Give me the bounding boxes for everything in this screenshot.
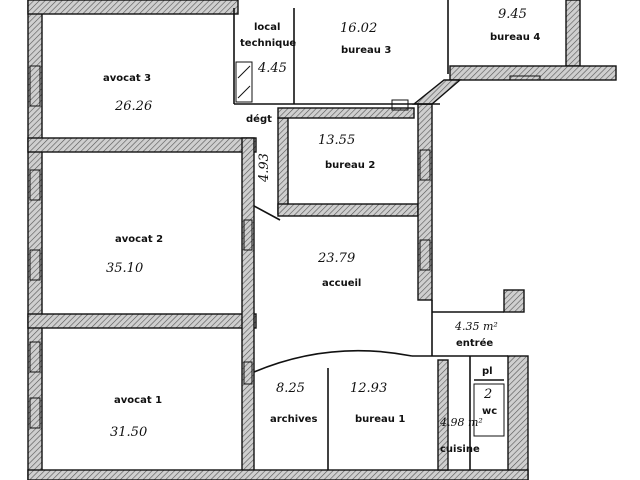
room-avocat-1: avocat 1 31.50 <box>110 395 162 440</box>
walls <box>27 0 617 480</box>
room-avocat-2: avocat 2 35.10 <box>106 234 163 276</box>
room-avocat-3: avocat 3 26.26 <box>103 73 152 114</box>
room-label: entrée <box>456 337 493 349</box>
room-bureau-3: 16.02 bureau 3 <box>340 21 391 56</box>
room-area: 31.50 <box>110 425 147 440</box>
room-pl: pl <box>482 366 493 377</box>
interior-walls <box>29 0 541 470</box>
room-local-technique: local technique 4.45 <box>240 22 296 76</box>
room-label: bureau 3 <box>341 45 391 56</box>
room-area: 4.98 m² <box>439 416 483 429</box>
room-label: archives <box>270 414 317 425</box>
room-area: 4.45 <box>257 61 287 76</box>
room-area: 23.79 <box>317 251 355 266</box>
room-degt: dégt 4.93 <box>246 113 272 183</box>
room-label: accueil <box>322 278 361 289</box>
room-label: avocat 3 <box>103 73 151 84</box>
room-label: cuisine <box>440 444 480 455</box>
room-label: technique <box>240 38 296 49</box>
room-entree: 4.35 m² entrée <box>454 320 498 349</box>
room-wc: 2 wc <box>482 387 497 417</box>
room-area: 9.45 <box>498 7 527 22</box>
room-cuisine: 4.98 m² cuisine <box>439 416 483 455</box>
room-label: dégt <box>246 113 272 125</box>
room-label: bureau 1 <box>355 414 405 425</box>
room-area: 2 <box>483 387 492 402</box>
room-area: 4.93 <box>257 153 272 183</box>
room-area: 35.10 <box>106 261 143 276</box>
room-area: 8.25 <box>276 381 305 396</box>
room-label: local <box>254 22 280 33</box>
room-area: 16.02 <box>340 21 377 36</box>
room-archives: 8.25 archives <box>270 381 317 425</box>
room-bureau-1: 12.93 bureau 1 <box>350 381 405 425</box>
room-label: pl <box>482 366 493 377</box>
room-label: wc <box>482 406 497 417</box>
room-accueil: 23.79 accueil <box>317 251 361 289</box>
room-area: 4.35 m² <box>454 320 498 333</box>
room-label: avocat 1 <box>114 395 162 406</box>
room-area: 26.26 <box>114 99 152 114</box>
room-bureau-4: 9.45 bureau 4 <box>490 7 540 43</box>
room-label: avocat 2 <box>115 234 163 245</box>
room-area: 13.55 <box>318 133 355 148</box>
room-label: bureau 4 <box>490 32 540 43</box>
room-area: 12.93 <box>350 381 387 396</box>
room-label: bureau 2 <box>325 160 375 171</box>
room-bureau-2: 13.55 bureau 2 <box>318 133 375 171</box>
